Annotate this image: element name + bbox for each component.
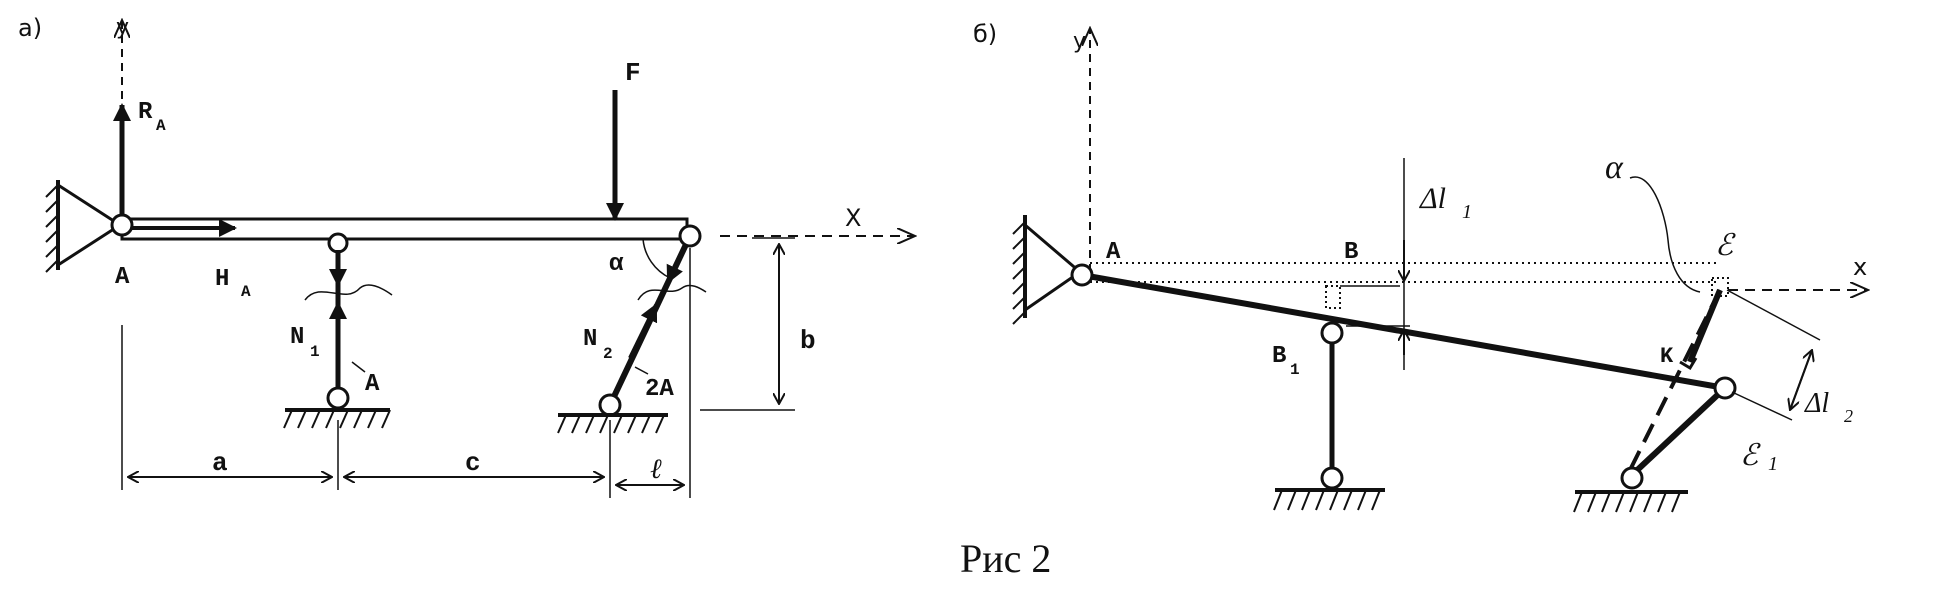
point-A-label: A (115, 264, 130, 291)
x-axis-b-label: x (1853, 253, 1867, 281)
rod-2-area-leader (634, 366, 649, 375)
force-F-label: F (625, 58, 641, 88)
delta-l2-dimension (1726, 289, 1821, 421)
delta-l1-label: Δl (1419, 182, 1446, 215)
dimension-lines-a (121, 237, 795, 498)
point-B1-label: B (1272, 343, 1286, 370)
force-RA-label: R (138, 99, 153, 126)
pin-A-b (1070, 263, 1094, 287)
point-A-b-label: A (1106, 239, 1121, 266)
point-B-label: B (1344, 239, 1358, 266)
dim-a-label: a (212, 448, 228, 478)
force-N1-subscript: 1 (310, 343, 320, 361)
force-N2-down-arrow (666, 245, 687, 284)
rod-2-b (1573, 176, 1737, 513)
panel-b: б) y x A (973, 20, 1868, 513)
force-RA-subscript: A (156, 117, 166, 135)
angle-alpha-b: α (1605, 149, 1624, 186)
point-E1-label: ℰ (1740, 439, 1761, 472)
delta-l2-subscript: 2 (1844, 406, 1853, 426)
panel-b-label: б) (973, 20, 997, 48)
dim-c-label: c (465, 448, 481, 478)
y-axis-a-label: y (116, 15, 129, 40)
force-HA-label: H (215, 266, 229, 293)
y-axis-b-label: y (1073, 29, 1086, 54)
rod-2 (557, 224, 707, 434)
force-N2-up-arrow (628, 303, 658, 359)
force-N1-label: N (290, 324, 304, 351)
rod-2-area-label: 2A (645, 376, 674, 403)
dim-b-label: b (800, 326, 816, 356)
point-K-label: K (1660, 344, 1674, 369)
rod-1-b (1273, 321, 1385, 511)
angle-alpha-a: α (609, 251, 624, 278)
rod-1-area-leader (351, 361, 366, 373)
force-N2-subscript: 2 (603, 345, 613, 363)
panel-a: а) y R A H A A X (18, 14, 915, 498)
point-E-label: ℰ (1715, 229, 1736, 262)
point-B1-subscript: 1 (1290, 361, 1300, 379)
x-axis-a-label: X (845, 204, 861, 232)
wall-support-b (1012, 215, 1083, 325)
point-E1-subscript: 1 (1768, 453, 1778, 475)
force-N2-label: N (583, 326, 597, 353)
original-beam-outline (1090, 262, 1729, 309)
pin-A (110, 213, 134, 237)
dim-l-label: ℓ (650, 454, 662, 485)
force-HA-subscript: A (241, 283, 251, 301)
figure-caption: Рис 2 (960, 536, 1051, 581)
delta-l1-dimension (1346, 158, 1410, 370)
delta-l1-subscript: 1 (1462, 201, 1472, 223)
panel-a-label: а) (18, 14, 42, 42)
wall-support-a (45, 180, 123, 273)
delta-l2-label: Δl (1804, 388, 1829, 419)
rod-1-area-label: A (365, 371, 380, 398)
